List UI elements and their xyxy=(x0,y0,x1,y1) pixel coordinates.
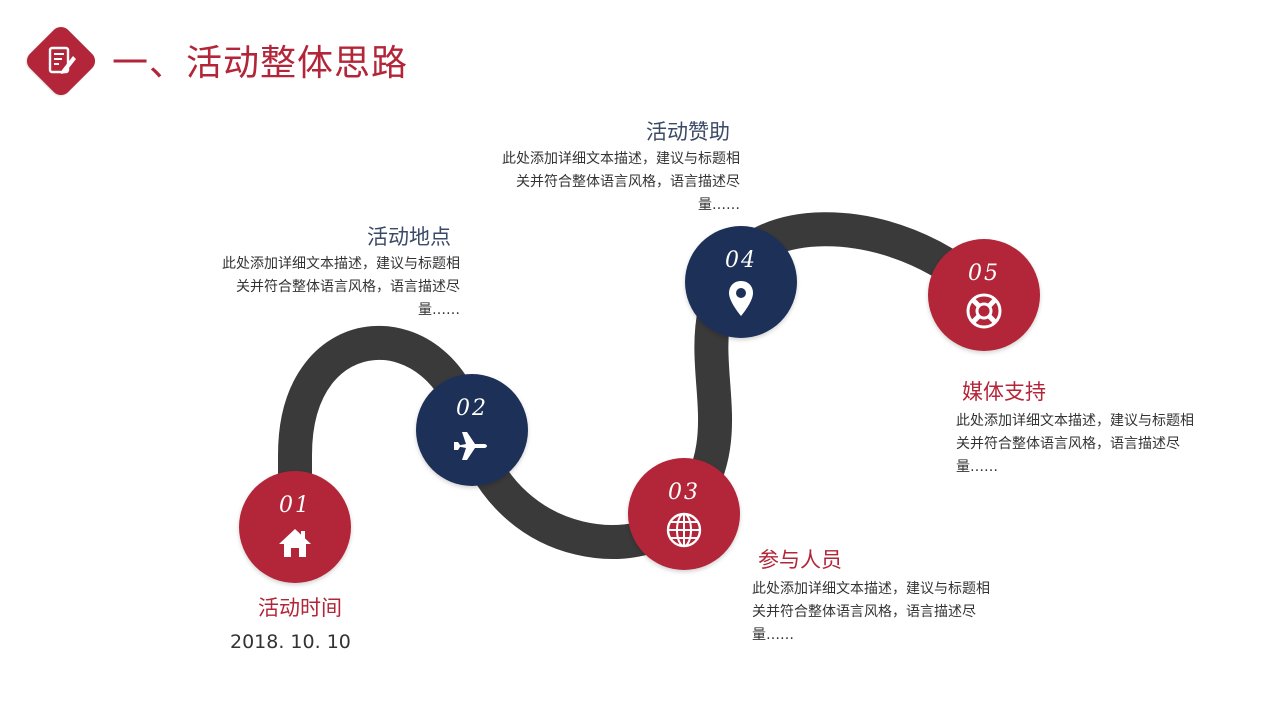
step-node-05: 05 xyxy=(928,239,1040,351)
step-node-01: 01 xyxy=(239,471,351,583)
step-title-03: 参与人员 xyxy=(758,548,842,572)
step-number: 03 xyxy=(668,480,700,505)
location-pin-icon xyxy=(729,281,753,316)
page-title: 一、活动整体思路 xyxy=(112,43,409,84)
step-node-03: 03 xyxy=(628,458,740,570)
step-number: 04 xyxy=(725,248,757,273)
edit-document-icon xyxy=(48,46,76,74)
step-date-01: 2018. 10. 10 xyxy=(230,631,351,653)
step-title-01: 活动时间 xyxy=(258,596,342,620)
globe-icon xyxy=(666,512,702,548)
step-number: 01 xyxy=(279,493,311,518)
step-title-04: 活动赞助 xyxy=(646,120,730,144)
airplane-icon xyxy=(454,432,487,460)
step-title-05: 媒体支持 xyxy=(962,380,1046,404)
step-desc-02: 此处添加详细文本描述，建议与标题相关并符合整体语言风格，语言描述尽量…… xyxy=(222,256,460,318)
step-desc-03: 此处添加详细文本描述，建议与标题相关并符合整体语言风格，语言描述尽量…… xyxy=(752,581,990,643)
step-desc-04: 此处添加详细文本描述，建议与标题相关并符合整体语言风格，语言描述尽量…… xyxy=(502,151,740,213)
lifebuoy-icon xyxy=(966,293,1002,329)
step-node-04: 04 xyxy=(685,226,797,338)
step-number: 02 xyxy=(456,396,488,421)
step-node-02: 02 xyxy=(416,374,528,486)
step-number: 05 xyxy=(968,261,1000,286)
step-title-02: 活动地点 xyxy=(367,225,451,249)
step-desc-05: 此处添加详细文本描述，建议与标题相关并符合整体语言风格，语言描述尽量…… xyxy=(956,413,1194,475)
home-icon xyxy=(279,529,311,557)
